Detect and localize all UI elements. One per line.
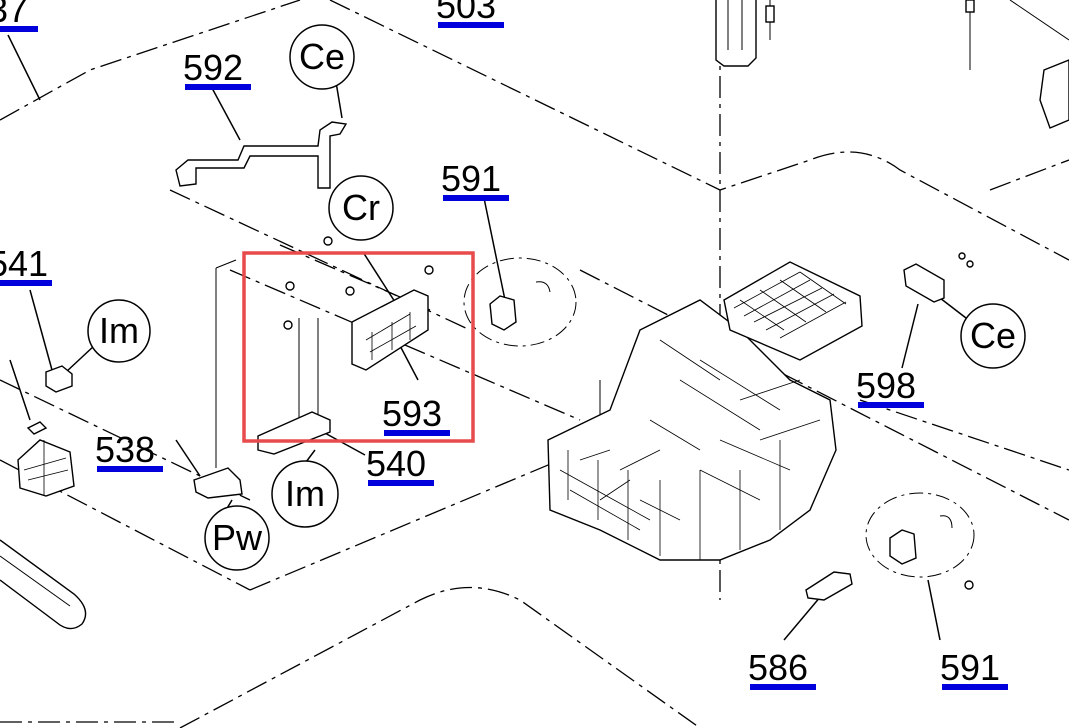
callout-label: 591 bbox=[441, 158, 501, 199]
bubble-label: Pw bbox=[212, 517, 263, 558]
bubble-im-bottom: Im bbox=[271, 460, 339, 528]
part-586 bbox=[805, 571, 853, 601]
bubble-im-left: Im bbox=[87, 299, 151, 363]
callout-591-top[interactable]: 591 bbox=[441, 158, 509, 201]
callout-underline bbox=[443, 195, 509, 201]
belt-part bbox=[0, 539, 87, 630]
bubble-circle bbox=[960, 303, 1026, 369]
callout-label: 591 bbox=[940, 647, 1000, 688]
part-callouts: 37 503 592 591 541 593 538 540 598 586 591 bbox=[0, 0, 1008, 690]
bubble-label: Cr bbox=[342, 187, 380, 228]
callout-538[interactable]: 538 bbox=[95, 429, 163, 472]
left-frame-part bbox=[17, 421, 75, 497]
callout-label: 540 bbox=[366, 443, 426, 484]
callout-540[interactable]: 540 bbox=[366, 443, 434, 486]
callout-underline bbox=[858, 402, 924, 408]
grid-bracket bbox=[723, 261, 863, 361]
callout-591-bottom[interactable]: 591 bbox=[940, 647, 1008, 690]
flat-cable-part bbox=[175, 121, 348, 189]
motor-591-top bbox=[463, 257, 577, 347]
top-right-bracket bbox=[965, 0, 1069, 129]
callout-label: 541 bbox=[0, 243, 48, 284]
callout-underline bbox=[750, 684, 816, 690]
callout-label: 593 bbox=[382, 393, 442, 434]
callout-underline bbox=[368, 480, 434, 486]
callout-541[interactable]: 541 bbox=[0, 243, 52, 286]
callout-underline bbox=[185, 84, 251, 90]
motor-591-bottom bbox=[865, 492, 975, 578]
callout-593[interactable]: 593 bbox=[382, 393, 450, 436]
bubble-cr: Cr bbox=[328, 175, 394, 241]
bubble-ce-right: Ce bbox=[960, 303, 1026, 369]
callout-underline bbox=[438, 22, 504, 28]
callout-586[interactable]: 586 bbox=[748, 647, 816, 690]
callout-underline bbox=[97, 466, 163, 472]
callout-592[interactable]: 592 bbox=[183, 47, 251, 90]
main-chassis-frame bbox=[547, 299, 837, 561]
bubble-circle bbox=[204, 505, 270, 571]
bubble-label: Ce bbox=[970, 315, 1016, 356]
callout-598[interactable]: 598 bbox=[856, 365, 924, 408]
callout-underline bbox=[384, 430, 450, 436]
sensor-598 bbox=[903, 263, 945, 303]
bubble-circle bbox=[271, 460, 339, 528]
callout-label: 598 bbox=[856, 365, 916, 406]
circuit-board-593 bbox=[351, 289, 429, 371]
callout-underline bbox=[0, 280, 52, 286]
callout-37[interactable]: 37 bbox=[0, 0, 38, 32]
bubble-circle bbox=[289, 24, 355, 90]
bubble-pw: Pw bbox=[204, 505, 270, 571]
callout-underline bbox=[942, 684, 1008, 690]
screw-set bbox=[283, 236, 974, 590]
callout-label: 538 bbox=[95, 429, 155, 470]
bracket-540 bbox=[257, 411, 331, 455]
bubble-circle bbox=[87, 299, 151, 363]
callout-503[interactable]: 503 bbox=[436, 0, 504, 28]
bubble-circle bbox=[328, 175, 394, 241]
top-cable-bracket bbox=[715, 0, 775, 67]
bubble-ce-top: Ce bbox=[289, 24, 355, 90]
callout-underline bbox=[0, 26, 38, 32]
bubble-label: Im bbox=[99, 310, 139, 351]
callout-label: 37 bbox=[0, 0, 28, 30]
callout-label: 586 bbox=[748, 647, 808, 688]
bracket-538 bbox=[193, 467, 243, 499]
bubble-label: Ce bbox=[299, 36, 345, 77]
callout-label: 592 bbox=[183, 47, 243, 88]
sensor-541 bbox=[45, 365, 73, 393]
highlight-box bbox=[242, 251, 475, 443]
bubble-label: Im bbox=[285, 473, 325, 514]
callout-label: 503 bbox=[436, 0, 496, 26]
